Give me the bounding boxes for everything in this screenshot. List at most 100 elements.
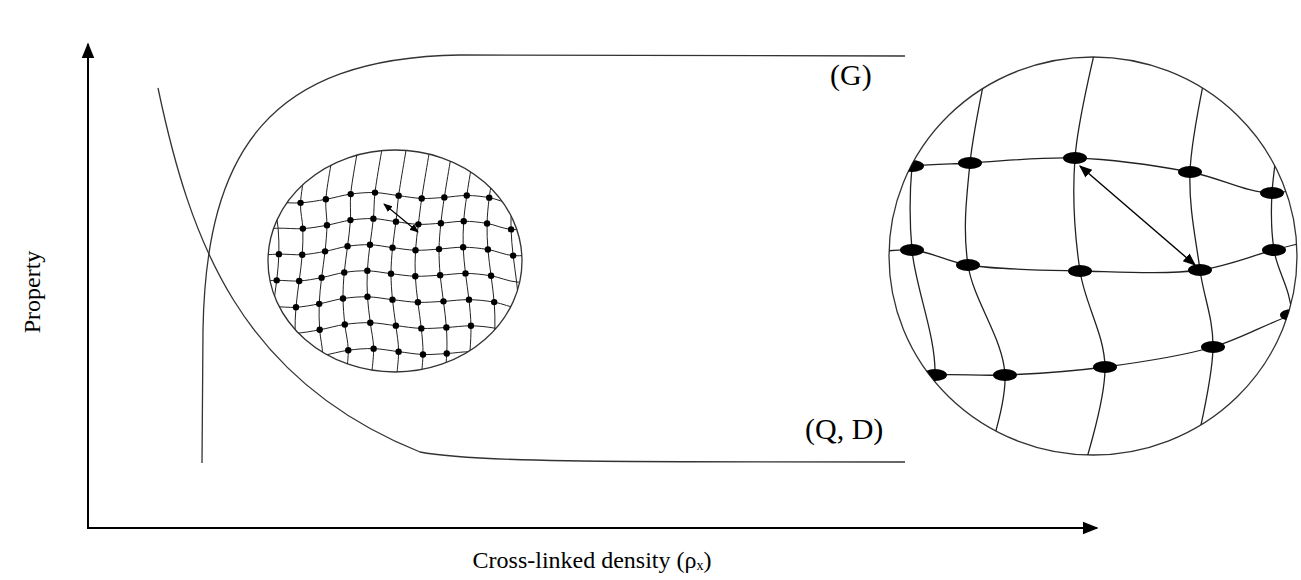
crosslink-dot [340, 295, 346, 301]
mesh-size-arrow [384, 204, 418, 232]
crosslink-dot [395, 348, 401, 354]
crosslink-dot [1201, 341, 1225, 353]
chain-line [242, 349, 545, 361]
chain-line [343, 134, 361, 390]
crosslink-dot [316, 327, 322, 333]
crosslink-dot [296, 278, 302, 284]
crosslink-dot [993, 369, 1017, 381]
chain-line [245, 193, 542, 205]
chain-line [391, 136, 409, 392]
crosslink-dot [462, 270, 468, 276]
crosslink-dot [466, 296, 472, 302]
crosslink-dot [393, 218, 399, 224]
crosslink-dot [441, 194, 447, 200]
crosslink-dot [438, 220, 444, 226]
crosslink-dot [1068, 265, 1092, 277]
crosslink-dot [436, 246, 442, 252]
chain-line [241, 323, 548, 335]
crosslink-dot [420, 351, 426, 357]
crosslink-dot [274, 277, 280, 283]
crosslink-dot [485, 246, 491, 252]
crosslink-dot [341, 269, 347, 275]
y-axis [87, 44, 89, 528]
chain-line [319, 139, 336, 395]
crosslink-dot [293, 304, 299, 310]
crosslink-dot [923, 369, 947, 381]
crosslink-dot [437, 272, 443, 278]
crosslink-dot [1093, 361, 1117, 373]
crosslink-dot [412, 273, 418, 279]
sparse-network [852, 30, 1301, 480]
chain-line [965, 30, 1005, 480]
crosslink-dot [364, 294, 370, 300]
crosslink-dot [323, 196, 329, 202]
g-curve [202, 55, 905, 463]
crosslink-dot [440, 298, 446, 304]
crosslink-dot [367, 242, 373, 248]
crosslink-dot [276, 251, 282, 257]
axis-title: Cross-linked density (ρₓ) [473, 547, 712, 573]
crosslink-dot [460, 244, 466, 250]
chain-line [875, 300, 1301, 381]
crosslink-dot [900, 160, 924, 172]
crosslink-dot [508, 226, 514, 232]
chain-line [439, 137, 454, 393]
crosslink-dot [364, 268, 370, 274]
crosslink-dot [372, 189, 378, 195]
chain-line [268, 143, 285, 399]
crosslink-dot [342, 321, 348, 327]
curve-label: (G) [830, 58, 872, 91]
curve-label: (Q, D) [805, 412, 883, 445]
chain-line [487, 138, 499, 394]
crosslink-dot [367, 320, 373, 326]
chain-line [511, 143, 522, 399]
sparse-network-circle [889, 57, 1297, 455]
crosslink-dot [461, 218, 467, 224]
crosslink-dot [347, 217, 353, 223]
crosslink-dot [344, 243, 350, 249]
crosslink-dot [415, 221, 421, 227]
crosslink-dot [300, 225, 306, 231]
dense-network-circle [268, 150, 522, 372]
crosslink-dot [468, 323, 474, 329]
crosslink-dot [900, 244, 924, 256]
crosslink-dot [348, 191, 354, 197]
crosslink-dot [412, 247, 418, 253]
mesh-size-arrow [1080, 166, 1195, 265]
crosslink-dot [389, 244, 395, 250]
crosslink-dot [1280, 309, 1301, 321]
chain-line [243, 297, 549, 309]
crosslink-dot [1188, 264, 1212, 276]
crosslink-dot [486, 194, 492, 200]
chain-line [249, 245, 543, 256]
qd-curve [158, 88, 905, 462]
crosslink-dot [370, 215, 376, 221]
crosslink-dot [1178, 166, 1202, 178]
dense-network [241, 133, 549, 400]
crosslink-dot [389, 296, 395, 302]
chain-line [463, 135, 477, 391]
chain-line [1188, 30, 1215, 480]
crosslink-dot [415, 299, 421, 305]
crosslink-dot [388, 270, 394, 276]
crosslink-dot [297, 200, 303, 206]
crosslink-dot [1063, 152, 1087, 164]
crosslink-dot [418, 325, 424, 331]
crosslink-dot [316, 301, 322, 307]
crosslink-dot [395, 192, 401, 198]
crosslink-dot [370, 345, 376, 351]
crosslink-dot [1260, 187, 1284, 199]
crosslink-dot [444, 350, 450, 356]
chain-line [293, 143, 310, 399]
chain-line [415, 138, 432, 394]
crosslink-dot [484, 220, 490, 226]
axis-title: Property [19, 251, 45, 334]
crosslink-dot [299, 251, 305, 257]
crosslink-dot [324, 222, 330, 228]
crosslink-dot [956, 259, 980, 271]
crosslink-dot [318, 274, 324, 280]
crosslink-dot [491, 299, 497, 305]
chain-line [247, 271, 547, 283]
crosslink-dot [1262, 244, 1286, 256]
